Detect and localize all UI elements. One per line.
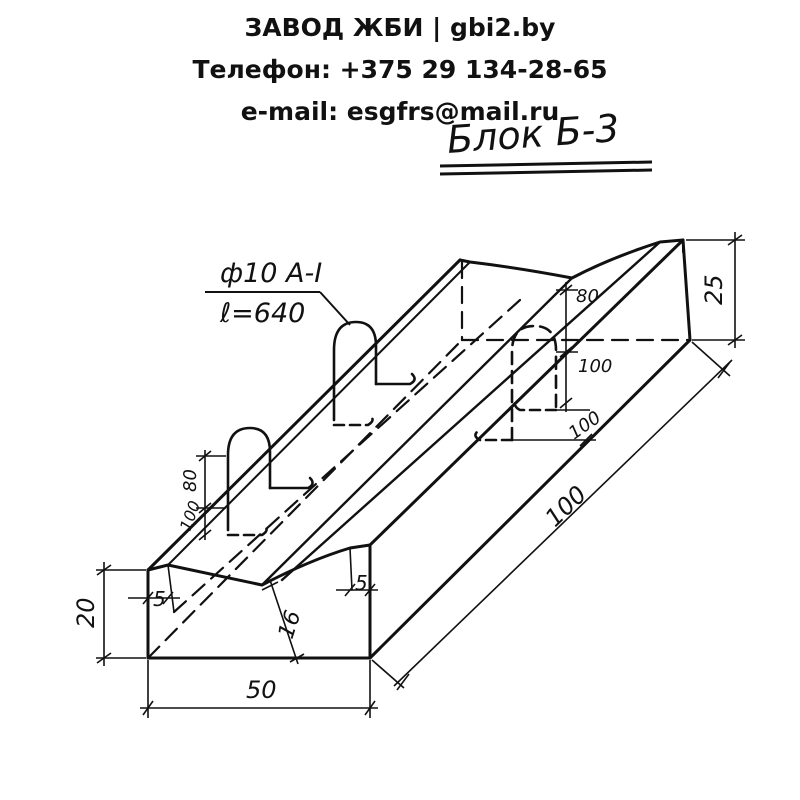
dimension-back-height-label: 25 — [700, 274, 728, 305]
lifting-loops — [226, 320, 558, 537]
rim-right-tick-a — [344, 583, 356, 597]
back-right-edge — [681, 238, 692, 342]
dimension-loop-offset-left-label: 100 — [176, 498, 204, 533]
right-loop-tick-mid — [559, 346, 573, 358]
length-dimension-line — [393, 359, 733, 687]
rebar-label-line2: ℓ=640 — [219, 298, 305, 329]
dimension-loop-offset-right-a-label: 100 — [578, 356, 612, 377]
dimension-height — [96, 562, 146, 666]
right-loop-hook-lower — [474, 429, 514, 442]
channel-depth-dimension-line — [269, 579, 299, 665]
drawing-title-text: Блок Б-3 — [446, 106, 621, 162]
rim-left-tick-a — [142, 591, 154, 605]
rebar-label-line1: ф10 А-I — [220, 258, 322, 289]
company-name: ЗАВОД ЖБИ | gbi2.by — [244, 13, 556, 42]
dimension-loop-offset-right-b-label: 100 — [565, 407, 605, 444]
right-loop — [510, 324, 558, 442]
dimension-back-height — [686, 232, 745, 348]
back-top-profile — [458, 238, 685, 280]
left-rim-edge — [167, 564, 175, 613]
dimension-loop-height-right-label: 80 — [576, 286, 599, 307]
dimension-channel-depth-label: 16 — [274, 607, 306, 641]
title-underline-2 — [439, 168, 653, 176]
right-loop-tick-bottom — [559, 397, 573, 409]
middle-loop — [332, 320, 378, 422]
dimension-rim-right-label: 5 — [355, 571, 368, 595]
left-loop-tick-bottom — [198, 529, 212, 541]
dimension-right-loop — [512, 282, 596, 447]
right-loop-offset-tick — [579, 433, 593, 447]
dimension-width — [140, 660, 378, 718]
hidden-bottom-long — [146, 338, 464, 660]
back-height-tick-top — [727, 234, 743, 246]
hidden-lines — [146, 260, 692, 660]
hidden-channel-long — [172, 298, 522, 614]
left-outer-long-edge — [146, 258, 462, 572]
company-phone: Телефон: +375 29 134-28-65 — [192, 55, 608, 84]
dimension-loop-height-left-label: 80 — [180, 469, 201, 492]
dimension-rim-left — [128, 591, 180, 605]
dimension-left-loop — [196, 450, 226, 541]
height-tick-bottom — [96, 652, 112, 664]
drawing-title: Блок Б-3 — [439, 106, 653, 176]
rebar-callout: ф10 А-I ℓ=640 — [205, 258, 351, 329]
left-loop — [226, 426, 272, 532]
left-loop-tick-top — [198, 450, 212, 462]
length-tick-front — [396, 673, 410, 691]
width-tick-left — [142, 700, 154, 716]
rebar-leader-line — [319, 291, 351, 326]
block-outline — [146, 238, 692, 660]
middle-loop-hook-lower — [332, 414, 374, 427]
left-inner-long-edge — [167, 261, 471, 566]
back-height-tick-bottom — [727, 334, 743, 346]
left-loop-hook-upper — [268, 476, 314, 490]
rim-right-tick-b — [364, 583, 376, 597]
right-loop-hook-upper — [514, 399, 558, 412]
length-extension-front — [371, 659, 405, 689]
title-underline-1 — [439, 160, 653, 168]
height-tick-top — [96, 564, 112, 576]
length-tick-back — [717, 361, 731, 379]
channel-right-long-edge — [280, 240, 662, 582]
right-loop-tick-top — [559, 284, 573, 296]
channel-depth-tick-bottom — [289, 653, 305, 663]
rim-left-tick-b — [162, 591, 174, 605]
channel-depth-tick-top — [261, 581, 279, 591]
dimension-channel-depth — [261, 579, 305, 665]
right-rim-edge — [349, 547, 353, 591]
company-email: e-mail: esgfrs@mail.ru — [240, 97, 560, 126]
middle-loop-hook-upper — [374, 372, 416, 386]
dimension-rim-right — [336, 583, 378, 597]
bottom-right-long-edge — [368, 338, 692, 660]
right-outer-long-edge — [368, 238, 685, 547]
channel-left-long-edge — [260, 276, 574, 587]
dimension-rim-left-label: 5 — [153, 587, 166, 611]
dimension-length — [371, 341, 733, 691]
left-loop-hook-lower — [226, 524, 268, 537]
dimension-height-label: 20 — [72, 597, 100, 628]
left-loop-tick-mid — [198, 502, 212, 514]
dimension-length-label: 100 — [540, 480, 592, 532]
dimension-width-label: 50 — [246, 676, 277, 704]
width-tick-right — [364, 700, 376, 716]
